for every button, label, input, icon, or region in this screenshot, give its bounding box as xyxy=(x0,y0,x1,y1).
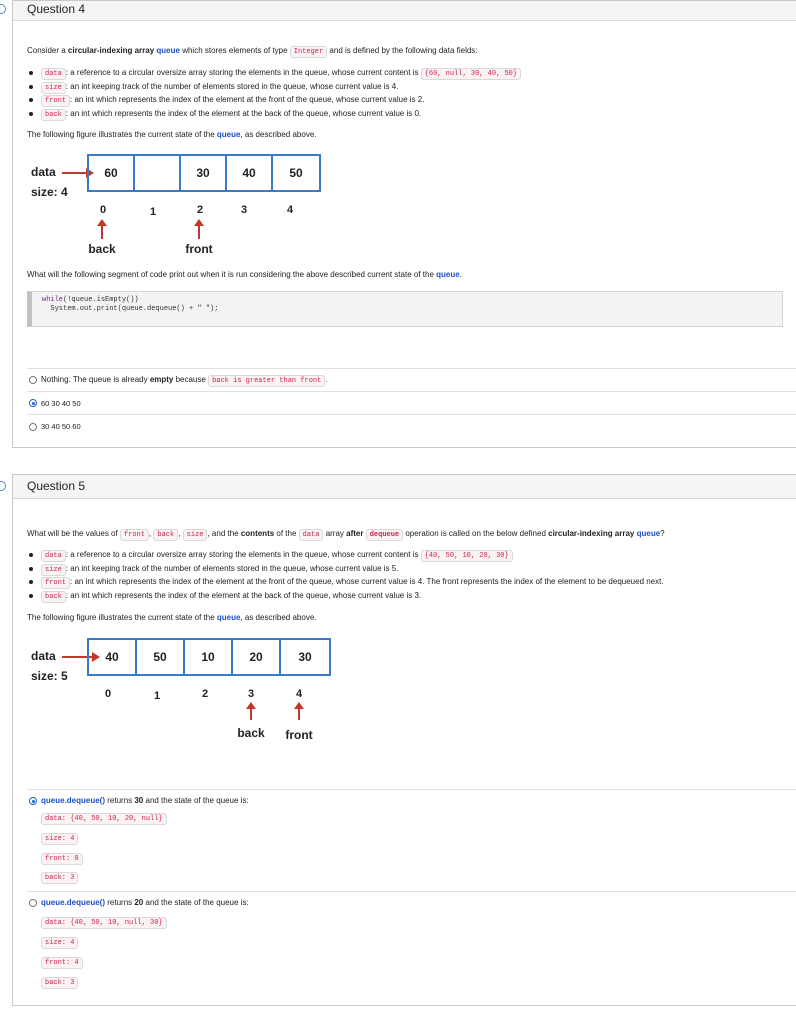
list-item: size: an int keeping track of the number… xyxy=(27,81,521,94)
data-label: data xyxy=(31,165,56,179)
data-label: data xyxy=(31,649,56,663)
array-index: 1 xyxy=(149,206,157,218)
back-pointer-arrow-icon xyxy=(97,219,107,239)
field-list: data: a reference to a circular oversize… xyxy=(27,67,522,121)
array-cell: 50 xyxy=(289,166,303,180)
answer-option[interactable]: queue.dequeue() returns 30 and the state… xyxy=(27,789,796,889)
array-cell: 30 xyxy=(181,156,227,190)
size-label: size: 4 xyxy=(31,185,68,199)
figure-caption: The following figure illustrates the cur… xyxy=(27,130,317,139)
array-index: 3 xyxy=(240,204,248,216)
array-index: 3 xyxy=(247,688,255,700)
answer-option[interactable]: 30 40 50 60 xyxy=(27,414,796,438)
list-item: data: a reference to a circular oversize… xyxy=(27,67,522,80)
list-item: front: an int which represents the index… xyxy=(27,576,664,589)
array-index: 2 xyxy=(201,688,209,700)
question-5: Question 5 What will be the values of fr… xyxy=(0,474,796,1006)
list-item: front: an int which represents the index… xyxy=(27,94,521,107)
array-index: 0 xyxy=(104,688,112,700)
back-label: back xyxy=(88,242,116,256)
front-label: front xyxy=(285,728,313,742)
question-flag-icon[interactable] xyxy=(0,481,6,491)
front-pointer-arrow-icon xyxy=(294,702,304,720)
state-size: size: 4 xyxy=(41,833,79,845)
radio-button[interactable] xyxy=(29,899,37,907)
size-label: size: 5 xyxy=(31,669,68,683)
list-item: data: a reference to a circular oversize… xyxy=(27,549,664,562)
figure-caption: The following figure illustrates the cur… xyxy=(27,613,317,622)
radio-button[interactable] xyxy=(29,376,37,384)
array-index: 2 xyxy=(196,204,204,216)
array-cell: 10 xyxy=(185,640,233,674)
field-list: data: a reference to a circular oversize… xyxy=(27,549,664,603)
answer-option[interactable]: queue.dequeue() returns 20 and the state… xyxy=(27,891,796,995)
radio-button[interactable] xyxy=(29,423,37,431)
array-cell: 30 xyxy=(298,650,312,664)
array-cell: 60 xyxy=(89,156,135,190)
array-index: 4 xyxy=(295,688,303,700)
question-4: Question 4 Consider a circular-indexing … xyxy=(0,0,796,448)
array-index: 4 xyxy=(286,204,294,216)
array-cell: 20 xyxy=(233,640,281,674)
array-cell xyxy=(135,156,181,190)
state-data: data: {40, 50, 10, 20, null} xyxy=(41,813,167,825)
state-back: back: 3 xyxy=(41,977,79,989)
front-label: front xyxy=(185,242,213,256)
array-index: 0 xyxy=(99,204,107,216)
question-prompt: What will be the values of front, back, … xyxy=(27,529,665,541)
answer-option[interactable]: 60 30 40 50 xyxy=(27,391,796,414)
radio-button[interactable] xyxy=(29,797,37,805)
array-cell: 50 xyxy=(137,640,185,674)
front-pointer-arrow-icon xyxy=(194,219,204,239)
list-item: back: an int which represents the index … xyxy=(27,590,664,603)
question-prompt: What will the following segment of code … xyxy=(27,270,462,279)
state-data: data: {40, 50, 10, null, 30} xyxy=(41,917,167,929)
question-flag-icon[interactable] xyxy=(0,4,6,14)
code-block: while(!queue.isEmpty()) System.out.print… xyxy=(27,291,783,327)
question-header: Question 4 xyxy=(0,1,796,21)
array-index: 1 xyxy=(153,690,161,702)
question-intro: Consider a circular-indexing array queue… xyxy=(27,46,478,58)
question-title: Question 4 xyxy=(27,2,86,16)
back-label: back xyxy=(237,726,265,740)
state-size: size: 4 xyxy=(41,937,79,949)
question-title: Question 5 xyxy=(27,479,86,493)
array-cell: 40 xyxy=(89,640,137,674)
radio-button[interactable] xyxy=(29,399,37,407)
answer-option[interactable]: Nothing. The queue is already empty beca… xyxy=(27,368,796,391)
back-pointer-arrow-icon xyxy=(246,702,256,720)
array-cells: 60 30 40 50 xyxy=(87,154,321,192)
state-front: front: 0 xyxy=(41,853,83,865)
array-cells: 40 50 10 20 30 xyxy=(87,638,331,676)
array-cell: 40 xyxy=(227,156,273,190)
state-back: back: 3 xyxy=(41,872,79,884)
list-item: back: an int which represents the index … xyxy=(27,108,521,121)
state-front: front: 4 xyxy=(41,957,83,969)
question-header: Question 5 xyxy=(0,475,796,499)
list-item: size: an int keeping track of the number… xyxy=(27,563,664,576)
